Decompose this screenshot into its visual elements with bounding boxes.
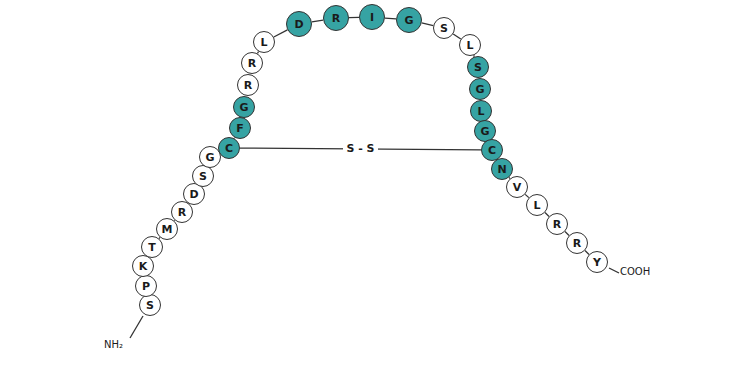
residue-circle: N (491, 158, 513, 180)
residue-letter: N (497, 164, 506, 175)
residue-circle: G (396, 7, 422, 33)
residue-circle: T (141, 236, 163, 258)
residue-letter: F (236, 123, 244, 134)
residue-circle: K (132, 255, 154, 277)
residue-letter: R (553, 219, 561, 230)
residue-letter: R (573, 238, 581, 249)
residue-circle: R (566, 232, 588, 254)
residue-letter: C (225, 143, 233, 154)
residue-circle: F (229, 117, 251, 139)
peptide-bond (385, 17, 396, 19)
residue-letter: L (260, 37, 267, 48)
residue-circle: R (323, 5, 349, 31)
residue-circle: L (253, 31, 275, 53)
residue-letter: V (513, 182, 522, 193)
residue-circle: S (192, 165, 214, 187)
residue-letter: G (404, 15, 413, 26)
residue-circle: V (506, 176, 528, 198)
residue-circle: R (241, 52, 263, 74)
residue-circle: R (237, 74, 259, 96)
residue-letter: C (488, 145, 496, 156)
residue-letter: S (440, 23, 448, 34)
residue-circle: D (286, 11, 312, 37)
peptide-bond (422, 23, 434, 26)
residue-circle: S (433, 17, 455, 39)
residue-letter: L (533, 200, 540, 211)
residue-letter: D (189, 189, 198, 200)
residue-letter: R (248, 58, 256, 69)
residue-letter: D (294, 19, 303, 30)
residue-letter: T (148, 242, 156, 253)
residue-letter: S (199, 171, 207, 182)
residue-circle: L (459, 34, 481, 56)
leader-line (130, 316, 143, 338)
residue-letter: R (332, 13, 340, 24)
residue-circle: C (218, 137, 240, 159)
residue-circle: Y (586, 251, 608, 273)
residue-circle: P (135, 275, 157, 297)
residue-letter: G (239, 102, 248, 113)
residue-circle: G (469, 78, 491, 100)
residue-circle: L (470, 100, 492, 122)
peptide-bond (274, 30, 288, 37)
residue-letter: R (244, 80, 252, 91)
terminus-label: COOH (620, 267, 650, 277)
residue-circle: G (233, 96, 255, 118)
bond-label: S - S (343, 142, 377, 155)
residue-letter: G (205, 152, 214, 163)
residue-circle: S (139, 294, 161, 316)
residue-circle: S (467, 56, 489, 78)
residue-letter: M (162, 224, 173, 235)
residue-circle: M (156, 218, 178, 240)
terminus-label: NH₂ (104, 340, 123, 350)
peptide-bond (349, 17, 359, 19)
residue-letter: P (142, 281, 150, 292)
residue-letter: R (178, 207, 186, 218)
residue-letter: K (139, 261, 148, 272)
residue-letter: I (370, 12, 374, 23)
residue-letter: S (146, 300, 154, 311)
leader-line (609, 268, 619, 273)
residue-letter: L (466, 40, 473, 51)
residue-circle: L (526, 194, 548, 216)
residue-letter: L (477, 106, 484, 117)
residue-letter: G (480, 126, 489, 137)
peptide-bond (312, 20, 323, 22)
residue-circle: R (546, 213, 568, 235)
residue-letter: Y (593, 257, 601, 268)
residue-letter: S (474, 62, 482, 73)
residue-letter: G (475, 84, 484, 95)
residue-circle: I (359, 4, 385, 30)
